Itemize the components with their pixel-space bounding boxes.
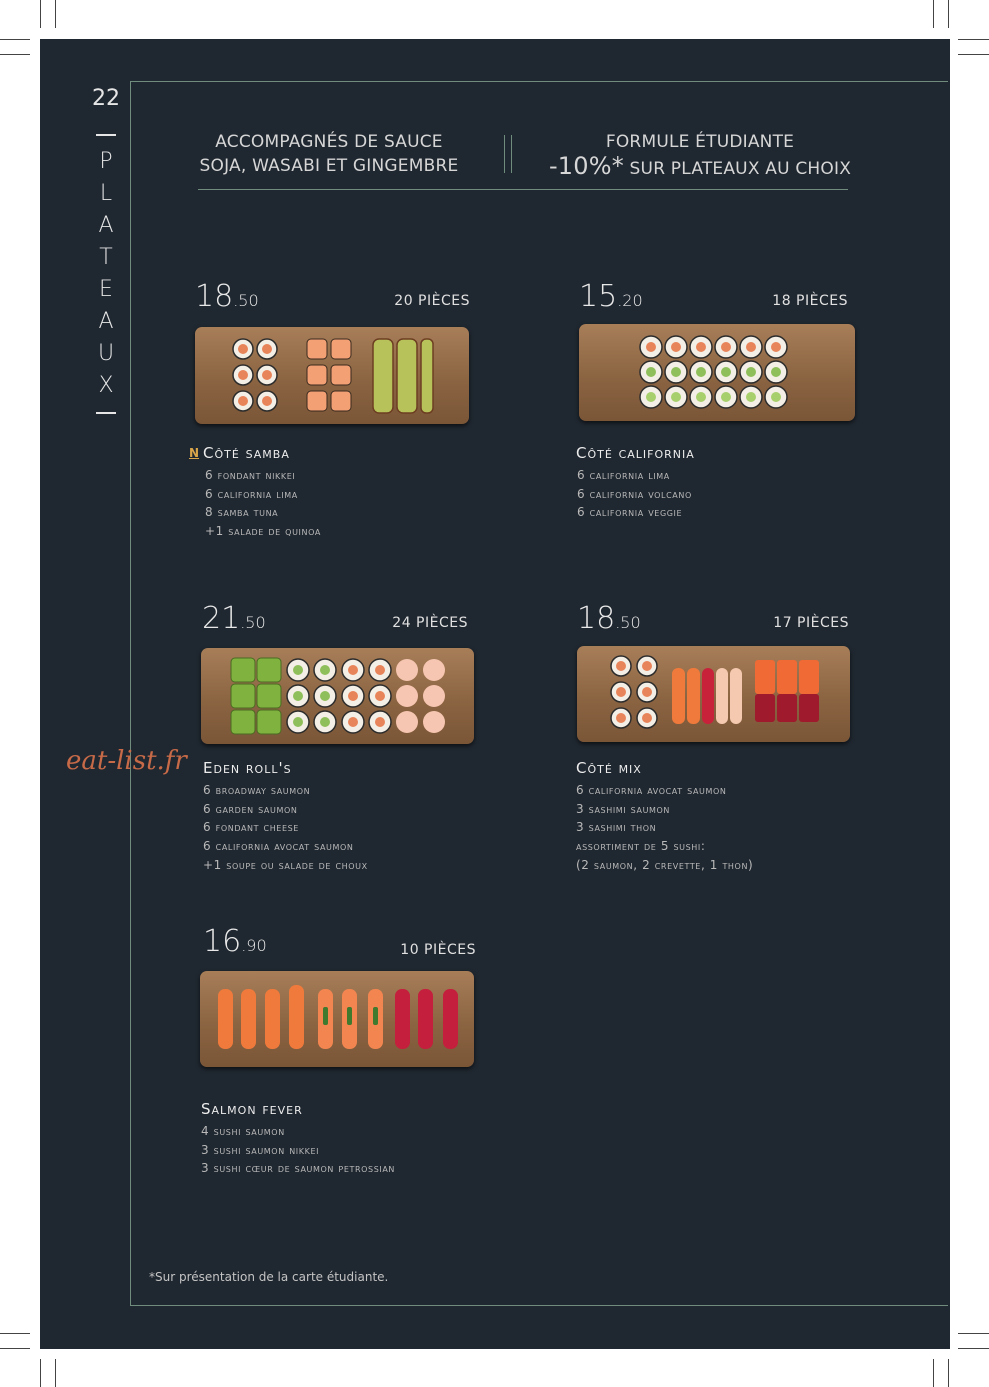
plate-pieces: 10 PIÈCES (400, 942, 476, 958)
crop-mark (948, 1359, 949, 1387)
plate-items: 6 california lima 6 california volcano 6… (577, 466, 692, 522)
list-item: (2 saumon, 2 crevette, 1 thon) (576, 857, 754, 872)
list-item: 6 california avocat saumon (203, 839, 354, 854)
discount: -10%* (548, 152, 624, 180)
plate-price: 18.50 (195, 279, 259, 314)
plate-board (200, 971, 474, 1067)
crop-mark (0, 39, 30, 40)
plate-pieces: 20 PIÈCES (394, 293, 470, 309)
section-letter: U (97, 341, 115, 366)
crop-mark (55, 1359, 56, 1387)
plate-board (201, 648, 474, 744)
sushi-tray-image (218, 985, 458, 1049)
crop-mark (0, 54, 30, 55)
sushi-tray-image (639, 335, 788, 409)
watermark: eat-list.fr (66, 746, 187, 776)
sushi-tray-image (610, 655, 819, 729)
section-letter: P (99, 149, 113, 174)
list-item: 6 california veggie (577, 505, 683, 520)
plate-items: 4 sushi saumon 3 sushi saumon nikkei 3 s… (201, 1122, 395, 1178)
frame-line (130, 1305, 948, 1306)
plate-name: Eden roll's (203, 759, 292, 777)
header-underline (198, 189, 848, 190)
plate-items: 6 fondant nikkei 6 california lima 8 sam… (205, 466, 321, 541)
page-number: 22 (92, 86, 120, 111)
plate-items: 6 broadway saumon 6 garden saumon 6 fond… (203, 781, 368, 875)
new-badge: N (189, 446, 200, 460)
list-item: 6 garden saumon (203, 801, 298, 816)
crop-mark (933, 1359, 934, 1387)
crop-mark (958, 39, 989, 40)
crop-mark (933, 0, 934, 28)
frame-line (130, 81, 948, 82)
header-sauces: ACCOMPAGNÉS DE SAUCE SOJA, WASABI ET GIN… (199, 132, 459, 176)
section-letter: A (98, 309, 114, 334)
list-item: 3 sushi saumon nikkei (201, 1142, 320, 1157)
plate-name: Côté samba (203, 444, 290, 462)
plate-board (579, 324, 855, 421)
plate-name: Salmon fever (201, 1100, 303, 1118)
list-item: 6 california volcano (577, 486, 692, 501)
section-letter: X (98, 373, 114, 398)
list-item: 3 sushi cœur de saumon petrossian (201, 1161, 395, 1176)
header-student-offer: FORMULE ÉTUDIANTE -10%* SUR PLATEAUX AU … (548, 132, 852, 180)
list-item: 6 california lima (205, 486, 298, 501)
crop-mark (55, 0, 56, 28)
section-letter: A (98, 213, 114, 238)
header-separator (504, 135, 512, 173)
plate-pieces: 18 PIÈCES (772, 293, 848, 309)
list-item: 3 sashimi thon (576, 820, 657, 835)
list-item: 6 california avocat saumon (576, 783, 727, 797)
section-letter: T (99, 245, 113, 270)
plate-price: 18.50 (577, 601, 641, 636)
plate-price: 21.50 (202, 601, 266, 636)
list-item: 6 california lima (577, 468, 670, 482)
plate-items: 6 california avocat saumon 3 sashimi sau… (576, 781, 753, 875)
crop-mark (948, 0, 949, 28)
plate-pieces: 24 PIÈCES (392, 615, 468, 631)
plate-price: 15.20 (579, 279, 643, 314)
section-letter: E (99, 277, 113, 302)
list-item: 8 samba tuna (205, 505, 279, 520)
plate-name: Côté california (576, 444, 695, 462)
plate-board (577, 646, 850, 742)
list-item: 4 sushi saumon (201, 1124, 285, 1138)
crop-mark (958, 54, 989, 55)
list-item: 3 sashimi saumon (576, 801, 671, 816)
crop-mark (958, 1333, 989, 1334)
plate-pieces: 17 PIÈCES (773, 615, 849, 631)
plate-price: 16.90 (203, 924, 267, 959)
plate-board (195, 327, 469, 424)
footnote: *Sur présentation de la carte étudiante. (149, 1270, 389, 1284)
crop-mark (40, 1359, 41, 1387)
plate-name: Côté mix (576, 759, 642, 777)
list-item: +1 soupe ou salade de choux (203, 857, 368, 872)
list-item: +1 salade de quinoa (205, 524, 321, 539)
frame-line (130, 81, 131, 1306)
list-item: 6 broadway saumon (203, 783, 311, 797)
list-item: assortiment de 5 sushi: (576, 839, 706, 854)
sushi-tray-image (232, 338, 434, 414)
crop-mark (40, 0, 41, 28)
crop-mark (0, 1348, 30, 1349)
list-item: 6 fondant nikkei (205, 468, 296, 482)
crop-mark (958, 1348, 989, 1349)
sushi-tray-image (230, 657, 445, 735)
section-title-vertical: P L A T E A U X (92, 124, 120, 424)
crop-mark (0, 1333, 30, 1334)
list-item: 6 fondant cheese (203, 820, 299, 835)
section-letter: L (99, 181, 113, 206)
